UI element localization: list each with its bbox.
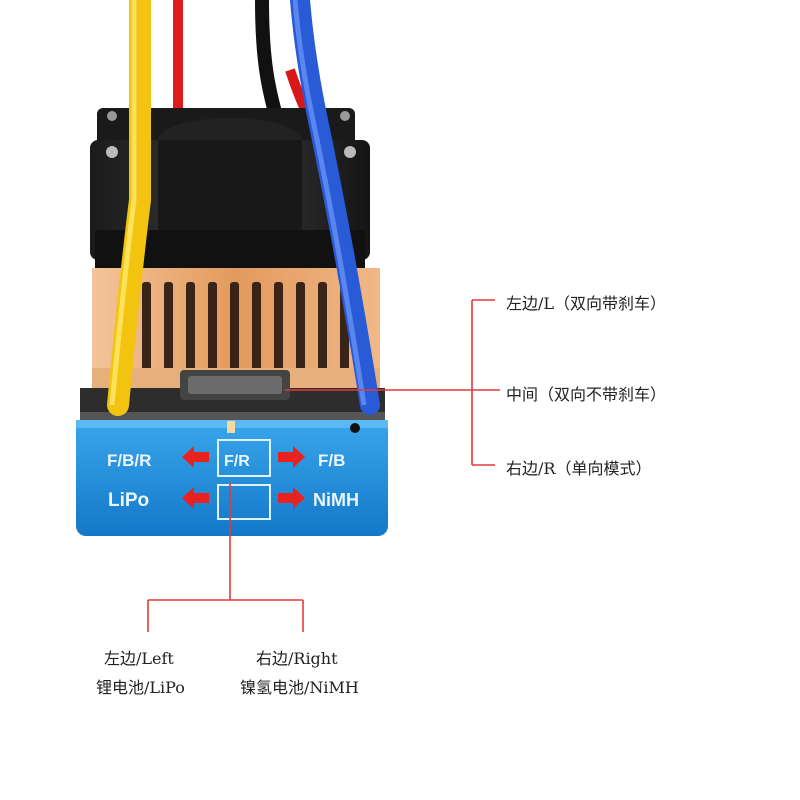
callout-switch-middle: 中间（双向不带刹车） <box>506 385 667 404</box>
callout-battery-right-line2: 镍氢电池/NiMH <box>240 678 359 697</box>
blue-wire <box>290 0 380 415</box>
battery-switch-box <box>217 484 271 520</box>
callout-switch-right: 右边/R（单向模式） <box>506 459 652 478</box>
callout-switch-left: 左边/L（双向带刹车） <box>506 294 667 313</box>
panel-label-fbr: F/B/R <box>107 451 151 470</box>
panel-label-fb: F/B <box>318 451 345 470</box>
arrow-right-icon <box>278 487 305 509</box>
arrow-left-icon <box>182 446 209 468</box>
callout-battery-right-line1: 右边/Right <box>256 649 338 668</box>
panel-label-nimh: NiMH <box>313 490 359 510</box>
panel-label-lipo: LiPo <box>108 490 149 511</box>
callout-battery-left-line1: 左边/Left <box>104 649 174 668</box>
circuit-board <box>80 370 385 424</box>
battery-callout-lines <box>147 482 304 632</box>
yellow-wire <box>107 0 151 416</box>
callout-battery-left-line2: 锂电池/LiPo <box>96 678 185 697</box>
red-wire <box>165 0 315 130</box>
esc-front-panel: F/B/R F/R F/B LiPo NiMH <box>76 420 388 536</box>
arrow-left-icon <box>182 487 209 509</box>
panel-label-fr: F/R <box>224 453 250 470</box>
arrow-right-icon <box>278 446 305 468</box>
switch-callout-lines <box>285 299 500 466</box>
mode-switch-box <box>217 439 271 477</box>
